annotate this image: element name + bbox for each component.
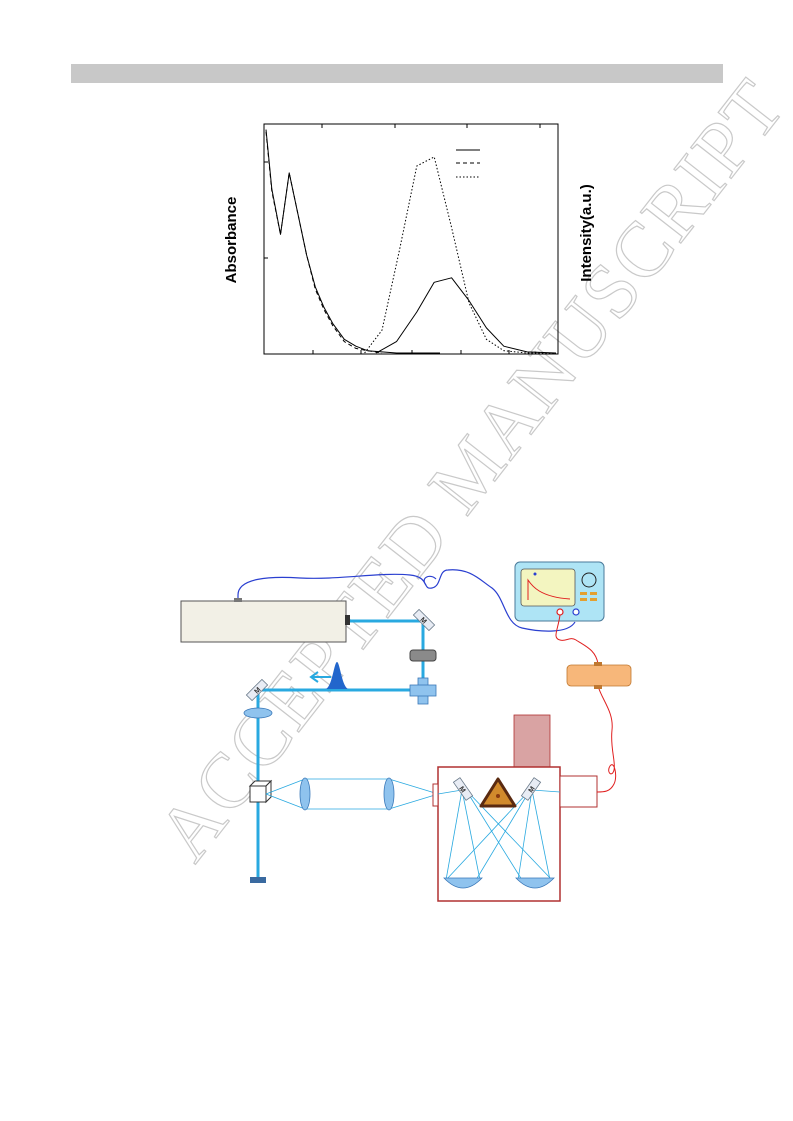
- series-line-3: [375, 277, 557, 354]
- oscilloscope-buttons: [580, 592, 597, 601]
- series-line-1: [265, 129, 440, 354]
- amplifier: [566, 664, 632, 687]
- svg-text:M: M: [528, 785, 537, 794]
- watermark-text: ACCEPTED MANUSCRIPT: [140, 63, 793, 876]
- oscilloscope-knob: [581, 572, 597, 588]
- telescope-lens-2: [383, 777, 395, 811]
- svg-text:M: M: [418, 617, 427, 626]
- signal-cable-1: [555, 614, 599, 665]
- beam-dump: [250, 877, 266, 883]
- header-bar: [71, 64, 723, 83]
- direction-arrow: [309, 671, 331, 683]
- telescope-beam: [265, 778, 436, 810]
- y-axis-left-label: Absorbance: [223, 197, 240, 284]
- chamber-mirror-left: M: [452, 777, 474, 801]
- series-layer: [265, 129, 557, 354]
- chamber-beams: [437, 789, 561, 881]
- top-ticks: [321, 124, 541, 128]
- sample-prism: [479, 777, 517, 808]
- mirror-1: M: [412, 608, 436, 632]
- sample-spot: [496, 794, 500, 798]
- svg-text:M: M: [457, 785, 466, 794]
- attenuator: [409, 649, 437, 662]
- trigger-cable: [237, 569, 576, 632]
- telescope-lens-1: [299, 777, 311, 811]
- beam-splitter: [409, 677, 437, 705]
- cube-splitter: [248, 779, 273, 804]
- chamber-mirror-right: M: [520, 777, 542, 801]
- mirror-2: M: [245, 678, 269, 702]
- signal-cable-2: [596, 685, 617, 793]
- series-line-2: [265, 131, 383, 354]
- plot-frame: [263, 123, 559, 355]
- input-port-blue: [572, 608, 580, 616]
- concave-mirror-left: [443, 877, 483, 889]
- left-ticks: [264, 161, 268, 259]
- absorbance-emission-chart: Absorbance Intensity(a.u.): [223, 123, 595, 355]
- oscilloscope-screen: [520, 568, 576, 607]
- chamber-port-left: [432, 783, 439, 807]
- concave-mirror-right: [515, 877, 555, 889]
- input-port-red: [556, 608, 564, 616]
- trace-marker: [533, 572, 537, 576]
- focusing-lens: [243, 707, 273, 719]
- chamber-top-block: [513, 714, 551, 768]
- series-line-4: [364, 156, 556, 354]
- legend: [456, 149, 480, 178]
- watermark: ACCEPTED MANUSCRIPT: [139, 62, 793, 876]
- svg-text:M: M: [254, 686, 263, 695]
- pulse-shape: [325, 662, 349, 689]
- laser-aperture: [345, 615, 350, 625]
- decay-trace: [527, 578, 571, 600]
- y-axis-right-label: Intensity(a.u.): [578, 184, 595, 282]
- laser-box: [180, 600, 347, 643]
- detector-housing: [559, 775, 598, 808]
- experimental-setup-diagram: M M: [180, 561, 632, 902]
- laser-connector: [234, 598, 242, 602]
